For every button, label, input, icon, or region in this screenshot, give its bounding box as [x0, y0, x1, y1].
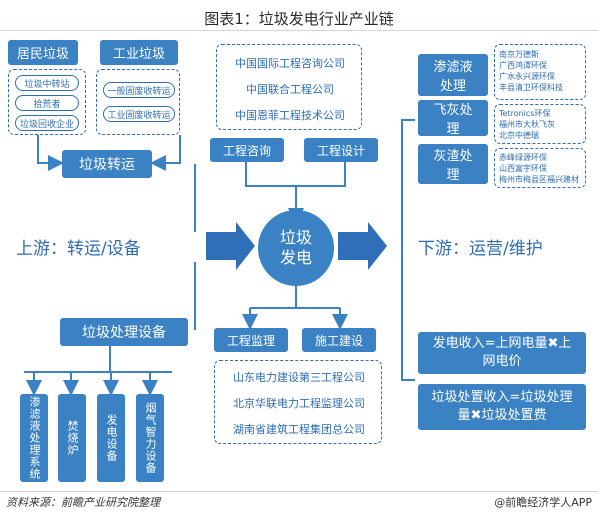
upstream-label: 上游：转运/设备 — [16, 239, 141, 259]
builder-2: 湖南省建筑工程集团总公司 — [233, 423, 365, 436]
residential-to-transfer-line — [37, 135, 64, 171]
builder-0: 山东电力建设第三工程公司 — [233, 371, 365, 384]
arrow-out-chevron — [338, 222, 387, 270]
residential-sub-1: 拾荒者 — [15, 95, 79, 111]
industrial-waste-box: 工业垃圾 — [100, 40, 178, 65]
leachate-company-0: 南京万德斯 — [499, 50, 539, 59]
residential-sub-2: 垃圾回收企业 — [15, 115, 79, 131]
engineering-consulting-label: 工程咨询 — [222, 143, 271, 158]
equip-item-leachate-system: 渗滤液处理系统 — [20, 394, 48, 482]
equip-item-flue-gas-equipment: 烟气智力设备 — [136, 394, 164, 482]
slag-companies-panel: 赤峰绿源环保 山西富宇环保 梅州市梅县区福兴建材 — [494, 148, 586, 188]
waste-equipment-label: 垃圾处理设备 — [82, 325, 166, 341]
leachate-treatment-label: 渗滤液处理 — [433, 60, 473, 94]
waste-disposal-revenue-text: 垃圾处置收入=垃圾处理量✖垃圾处置费 — [431, 390, 573, 423]
residential-sub-panel: 垃圾中转站 拾荒者 垃圾回收企业 — [8, 69, 86, 135]
consult-company-2: 中国恩菲工程技术公司 — [235, 109, 345, 122]
fly-ash-company-2: 北京中德瑞 — [499, 131, 539, 140]
engineering-design-label: 工程设计 — [316, 143, 365, 158]
industrial-waste-label: 工业垃圾 — [112, 47, 165, 62]
slag-company-2: 梅州市梅县区福兴建材 — [499, 175, 579, 184]
page-title: 图表1：垃圾发电行业产业链 — [204, 10, 394, 28]
consulting-companies-panel: 中国国际工程咨询公司 中国联合工程公司 中国恩菲工程技术公司 — [216, 44, 362, 130]
leachate-treatment-box: 渗滤液处理 — [418, 54, 488, 96]
slag-treatment-box: 灰渣处理 — [418, 144, 488, 184]
leachate-company-3: 丰县清卫环保科技 — [499, 83, 563, 92]
fly-ash-company-1: 福州市大秋飞灰 — [499, 120, 555, 129]
footer-brand: @前瞻经济学人APP — [494, 496, 592, 509]
consult-design-join-line — [245, 160, 346, 187]
equip-item-power-equipment: 发电设备 — [97, 394, 125, 482]
residential-waste-box: 居民垃圾 — [8, 40, 78, 65]
industrial-sub-0: 一般固废收转运 — [103, 82, 175, 98]
waste-power-center: 垃圾发电 — [258, 210, 334, 286]
waste-power-center-label: 垃圾发电 — [279, 228, 312, 267]
fly-ash-company-0: Tetronics环保 — [499, 109, 551, 118]
downstream-bracket-line — [401, 119, 415, 381]
slag-treatment-label: 灰渣处理 — [433, 149, 473, 183]
industrial-sub-1: 工业固废收转运 — [103, 106, 175, 122]
industrial-to-transfer-line — [150, 135, 181, 171]
consult-company-1: 中国联合工程公司 — [246, 83, 334, 96]
leachate-companies-panel: 南京万德斯 广西鸿谭环保 广水永兴源环保 丰县清卫环保科技 — [494, 44, 586, 100]
equip-item-incinerator: 焚烧炉 — [58, 394, 86, 482]
waste-transfer-label: 垃圾转运 — [79, 157, 135, 173]
residential-waste-label: 居民垃圾 — [16, 47, 69, 62]
arrow-in-chevron — [206, 222, 255, 270]
engineering-supervision-box: 工程监理 — [214, 328, 288, 352]
footer-source: 资料来源：前瞻产业研究院整理 — [6, 496, 160, 509]
slag-company-1: 山西富宇环保 — [499, 164, 547, 173]
construction-box: 施工建设 — [302, 328, 376, 352]
title-divider — [0, 30, 598, 31]
leachate-company-1: 广西鸿谭环保 — [499, 61, 547, 70]
builders-panel: 山东电力建设第三工程公司 北京华联电力工程监理公司 湖南省建筑工程集团总公司 — [214, 360, 382, 444]
fly-ash-treatment-label: 飞灰处理 — [433, 103, 473, 137]
residential-sub-0: 垃圾中转站 — [15, 75, 79, 91]
engineering-consulting-box: 工程咨询 — [210, 138, 284, 162]
construction-label: 施工建设 — [314, 333, 363, 348]
slag-company-0: 赤峰绿源环保 — [499, 153, 547, 162]
fly-ash-treatment-box: 飞灰处理 — [418, 100, 488, 137]
downstream-label: 下游：运营/维护 — [418, 239, 543, 259]
engineering-design-box: 工程设计 — [304, 138, 378, 162]
builder-1: 北京华联电力工程监理公司 — [233, 397, 365, 410]
power-revenue-box: 发电收入=上网电量✖上网电价 — [418, 332, 586, 374]
leachate-company-2: 广水永兴源环保 — [499, 72, 555, 81]
waste-equipment-box: 垃圾处理设备 — [60, 318, 188, 346]
waste-disposal-revenue-box: 垃圾处置收入=垃圾处理量✖垃圾处置费 — [418, 384, 586, 430]
power-revenue-text: 发电收入=上网电量✖上网电价 — [432, 336, 572, 369]
engineering-supervision-label: 工程监理 — [226, 333, 275, 348]
waste-transfer-box: 垃圾转运 — [62, 150, 152, 178]
footer-divider — [0, 491, 598, 492]
consult-company-0: 中国国际工程咨询公司 — [235, 57, 345, 70]
fly-ash-companies-panel: Tetronics环保 福州市大秋飞灰 北京中德瑞 — [494, 104, 586, 144]
industrial-sub-panel: 一般固废收转运 工业固废收转运 — [96, 69, 180, 135]
